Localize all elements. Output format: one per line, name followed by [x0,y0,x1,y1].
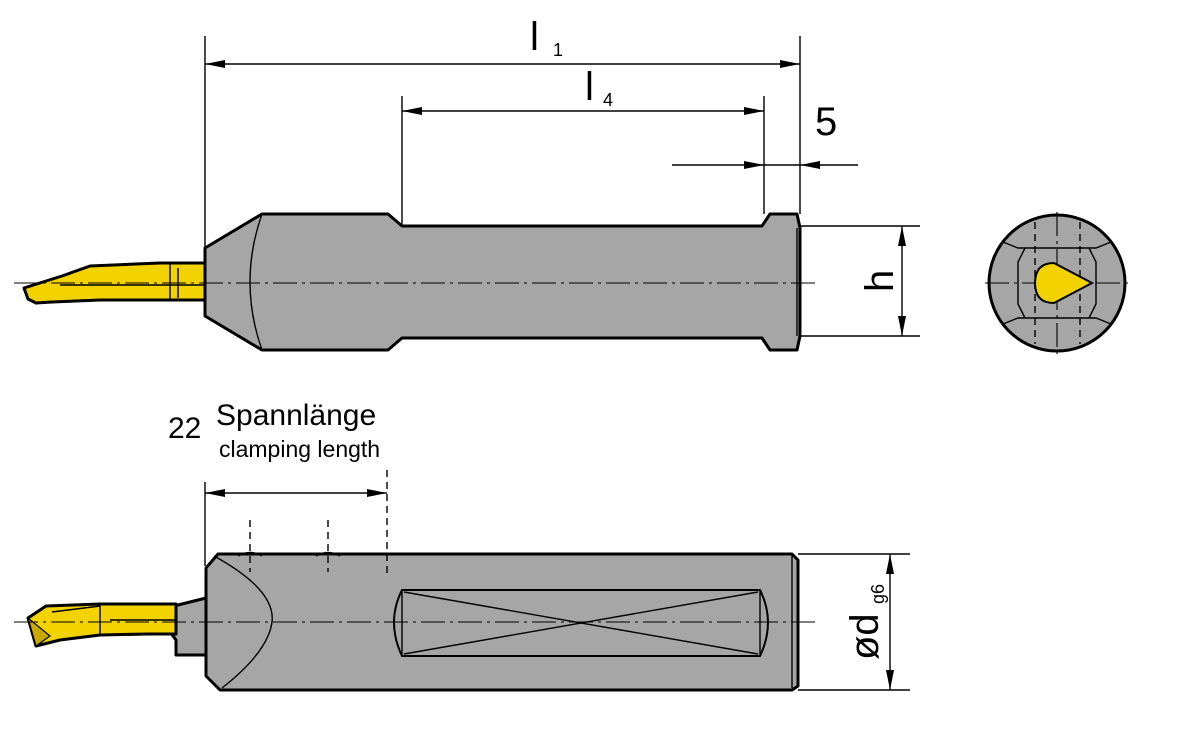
shank-side [203,212,802,352]
dim-l1-label: l [530,15,539,59]
dim-d-label: ød [843,613,887,660]
dim-5-label: 5 [815,100,837,144]
cutting-insert-top [26,602,178,648]
dim-l4-subscript: 4 [603,90,613,110]
end-view-insert [1033,261,1095,305]
clamping-label-en: clamping length [219,436,380,462]
clamping-number: 22 [168,412,201,445]
clamping-label-de: Spannlänge [216,399,376,432]
end-view [985,212,1129,354]
dim-d-subscript: g6 [868,584,888,604]
top-view: 22 Spannlänge clamping length ød g6 [14,399,910,692]
dim-h-label: h [858,270,902,292]
dim-l4-label: l [585,65,594,109]
side-view: l 1 l 4 5 h [14,15,920,352]
dim-l1-subscript: 1 [553,40,563,60]
